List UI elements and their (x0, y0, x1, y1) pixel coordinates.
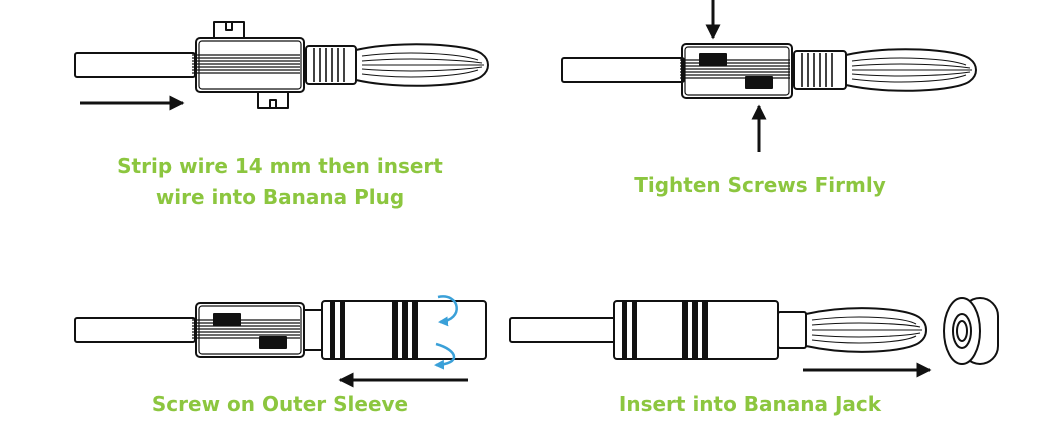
step1-plug-illustration (74, 21, 489, 111)
rotate-arrow-icon (434, 295, 458, 370)
step3-caption: Screw on Outer Sleeve (151, 392, 409, 416)
step3-plug-illustration (74, 295, 487, 388)
step2-caption: Tighten Screws Firmly (634, 173, 886, 197)
step2-plug-illustration (561, 0, 977, 152)
step1-caption-line2: wire into Banana Plug (155, 185, 405, 209)
step4-caption: Insert into Banana Jack (618, 392, 882, 416)
step1-caption-line1: Strip wire 14 mm then insert (117, 154, 443, 178)
step1-caption: Strip wire 14 mm then insert wire into B… (90, 151, 470, 213)
banana-jack-icon (943, 297, 999, 365)
step4-plug-illustration (509, 297, 999, 378)
